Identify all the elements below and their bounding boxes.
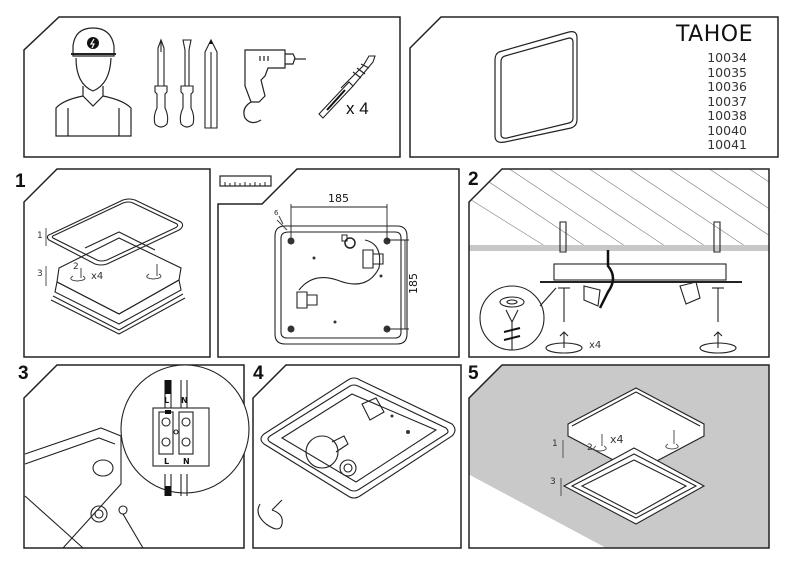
ceiling-mount-illustration: [479, 221, 742, 354]
step-4-panel: [252, 364, 462, 549]
lamp-exploded-illustration: [45, 198, 186, 335]
terminal-label-N-top: N: [181, 396, 188, 405]
flat-screwdriver-icon: [179, 39, 195, 128]
step-number-1: 1: [15, 171, 26, 192]
phillips-screwdriver-icon: [153, 38, 169, 128]
terminal-label-L-top: L: [164, 396, 170, 405]
step-2-frame: [468, 168, 770, 358]
drill-icon: [243, 49, 306, 124]
step-1-panel: 1 3 2 x4: [23, 168, 211, 358]
bulb-install-illustration: [257, 377, 456, 530]
part-label-1: 1: [552, 439, 558, 449]
screw-label-2: 2: [73, 262, 79, 272]
terminal-label-N-bottom: N: [183, 457, 190, 466]
wall-plug-screw-icon: [318, 55, 376, 119]
screw-quantity-label: x4: [610, 433, 624, 446]
tools-panel: x 4: [23, 16, 401, 158]
product-code: 10037: [707, 93, 747, 109]
step-number-2: 2: [468, 169, 479, 190]
pencil-icon: [204, 38, 218, 129]
product-code-list: 10034 10035 10036 10037 10038 10040 1004…: [707, 50, 747, 153]
product-panel: TAHOE 10034 10035 10036 10037 10038 1004…: [409, 16, 779, 158]
ceiling-hatch: [469, 169, 769, 251]
dimension-horizontal: 185: [328, 192, 349, 205]
wiring-illustration: [24, 364, 250, 549]
step-3-panel: L N L N: [23, 364, 250, 549]
product-code: 10034: [707, 50, 747, 65]
final-assembly-illustration: [560, 387, 706, 525]
rotation-quantity-label: x4: [589, 340, 602, 351]
screw-quantity-label: x4: [91, 271, 104, 282]
step-2-panel: x4: [468, 168, 770, 358]
tools-panel-frame: [23, 16, 401, 158]
product-code: 10036: [707, 79, 747, 94]
screw-label-2: 2: [587, 443, 593, 453]
lamp-base-illustration: [274, 204, 409, 345]
step-number-5: 5: [468, 363, 479, 384]
dimension-vertical: 185: [407, 273, 420, 294]
plug-quantity-label: x 4: [346, 99, 369, 118]
step-number-4: 4: [253, 363, 264, 384]
step-number-3: 3: [18, 363, 29, 384]
product-lamp-illustration: [494, 31, 578, 143]
step-4-frame: [252, 364, 462, 549]
part-label-1: 1: [37, 231, 43, 241]
step-3-frame: [23, 364, 245, 549]
product-code: 10040: [707, 122, 747, 138]
product-code: 10041: [707, 137, 747, 152]
product-code: 10038: [707, 108, 747, 123]
part-label-3: 3: [37, 269, 43, 279]
product-title: TAHOE: [675, 22, 753, 47]
product-code: 10035: [707, 64, 747, 80]
step-5-panel: 1 3 2 x4: [468, 364, 770, 549]
electrician-icon: [55, 27, 132, 137]
drill-size-label: 6: [274, 209, 279, 217]
step-1-dimensions-panel: 185 185 6: [217, 168, 460, 358]
product-panel-frame: [409, 16, 779, 158]
ruler-icon: [219, 175, 272, 187]
step-1-dimensions-frame: [217, 168, 460, 358]
terminal-label-L-bottom: L: [164, 457, 170, 466]
step-1-frame: [23, 168, 211, 358]
part-label-3: 3: [550, 477, 556, 487]
